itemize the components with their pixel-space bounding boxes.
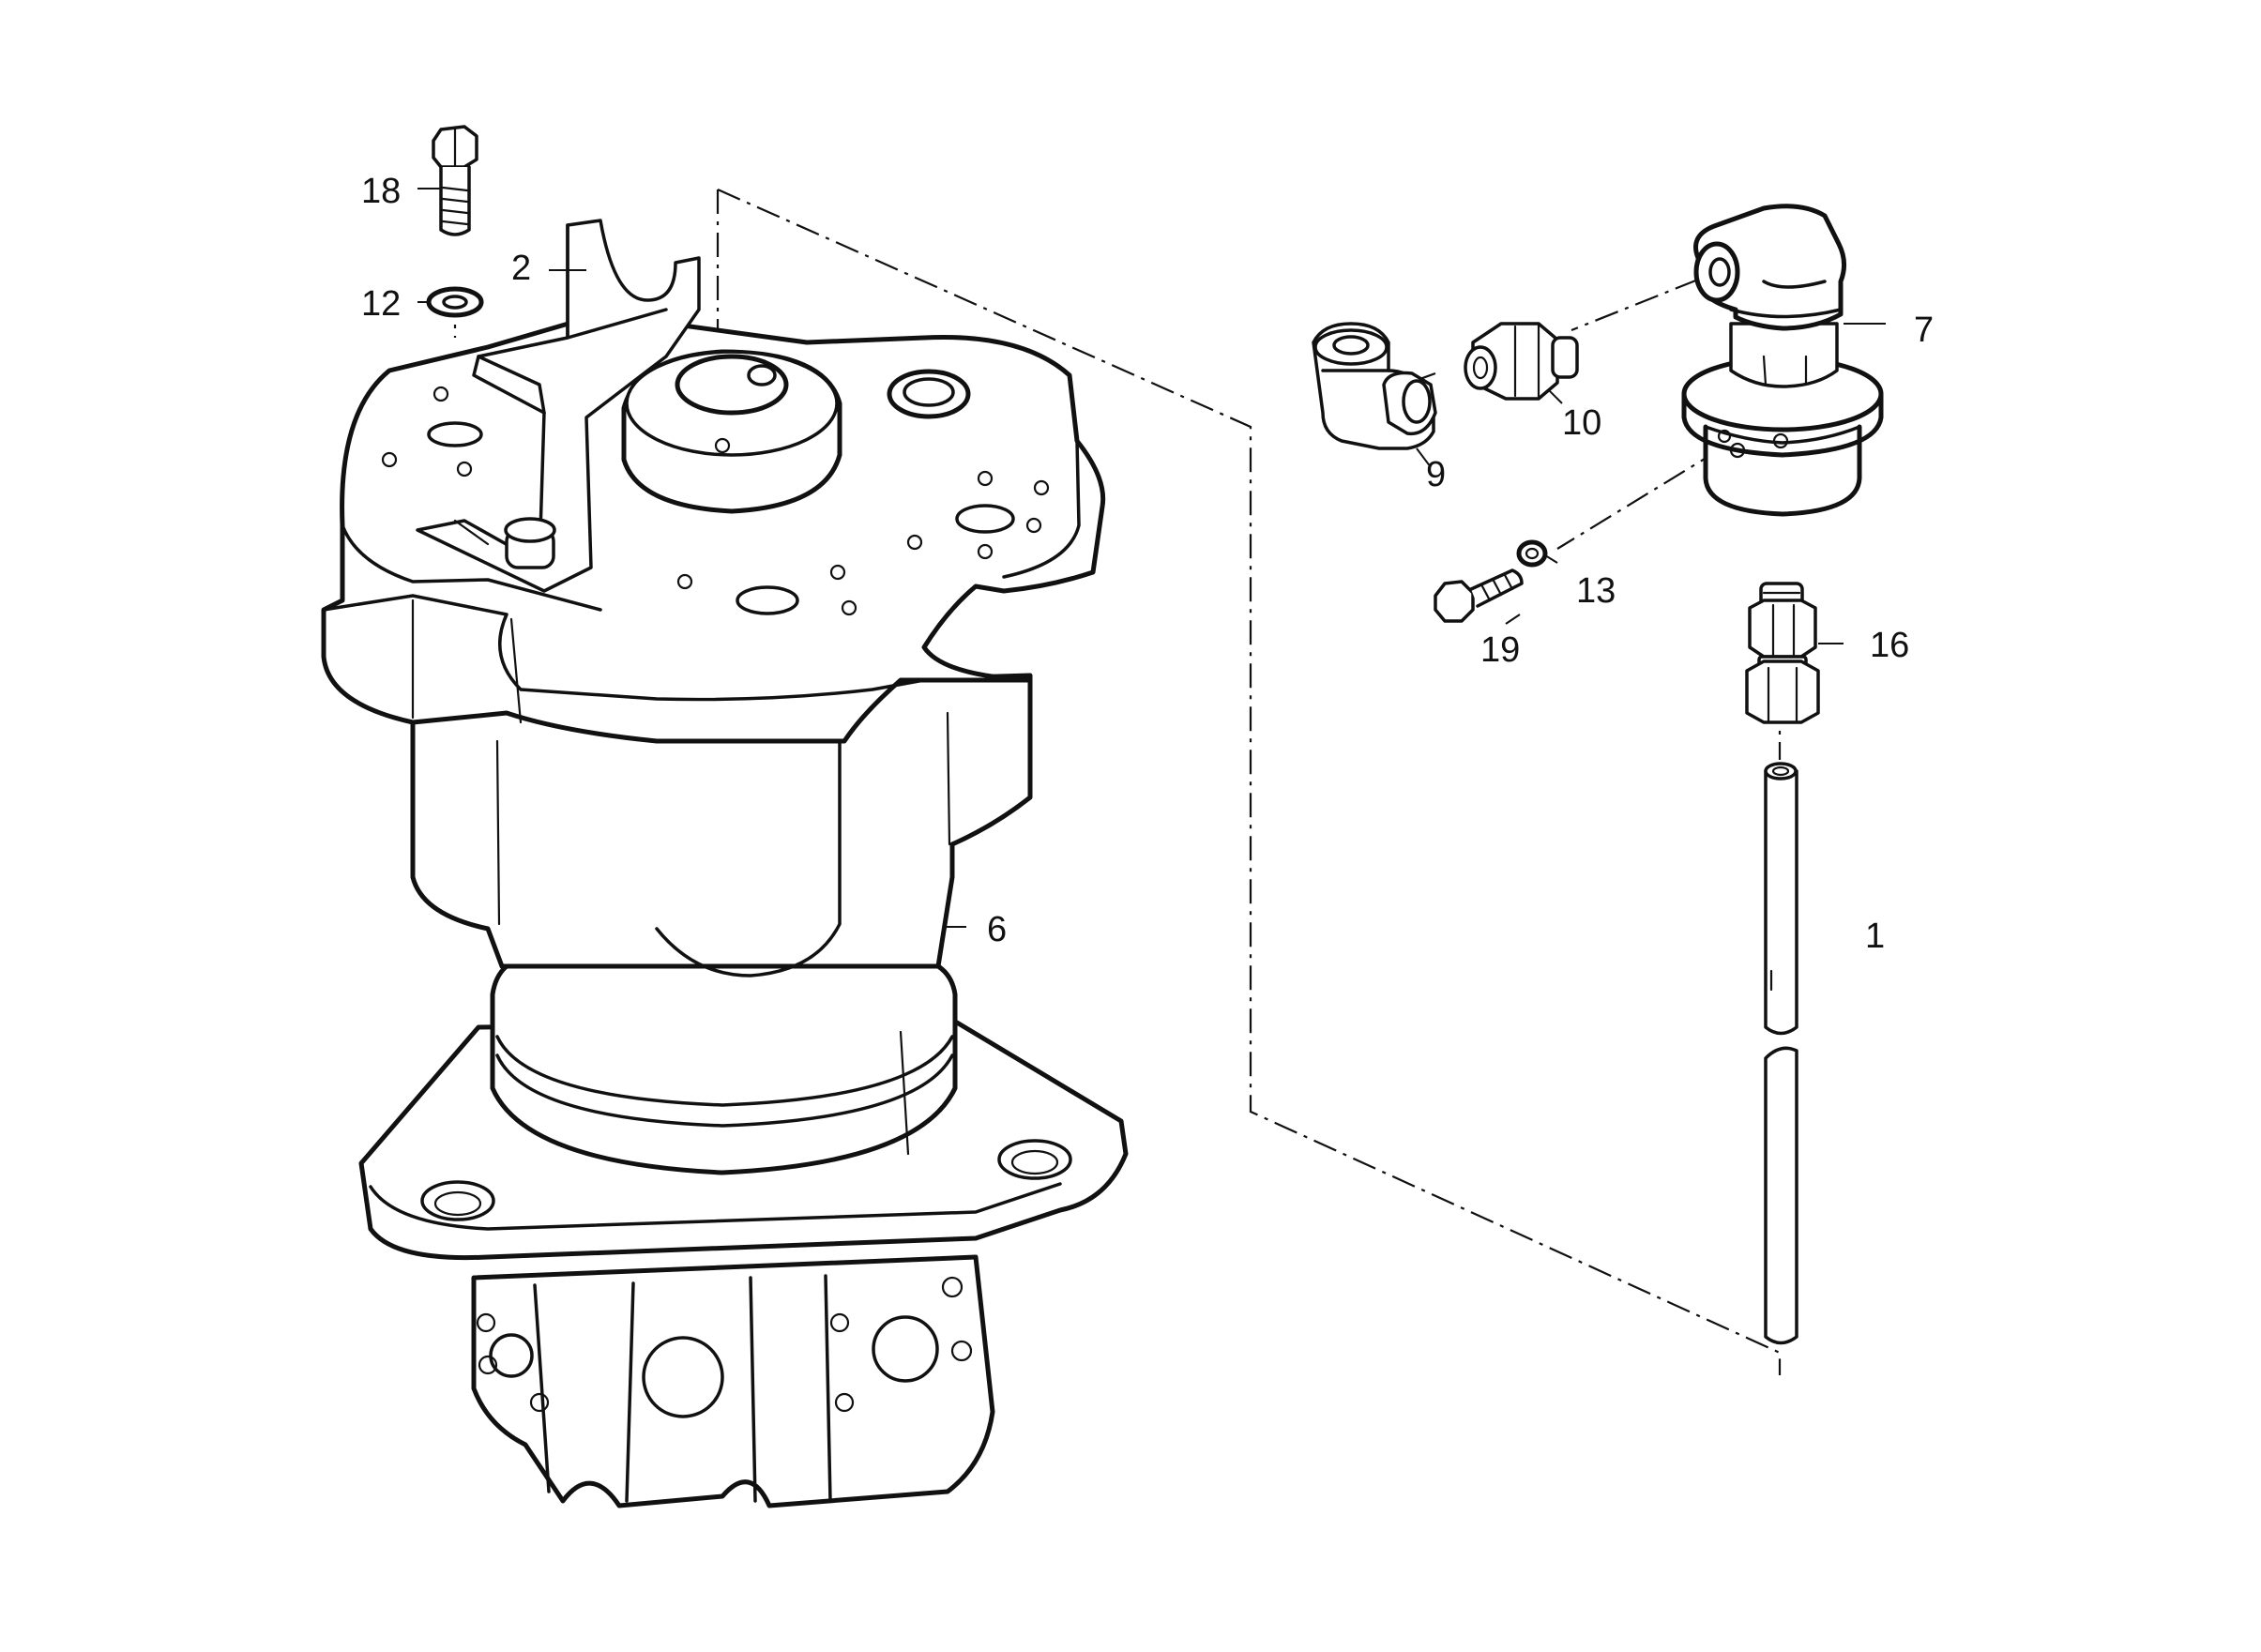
callout-1: 1 bbox=[1865, 917, 1885, 956]
part-13-washer bbox=[1516, 539, 1548, 568]
callout-9: 9 bbox=[1426, 455, 1446, 494]
callout-18: 18 bbox=[361, 172, 401, 211]
callout-19: 19 bbox=[1480, 630, 1520, 670]
callout-12: 12 bbox=[361, 284, 401, 324]
callout-labels: 18 2 12 6 7 10 9 13 19 16 1 bbox=[361, 172, 1934, 956]
part-19-screw bbox=[1434, 568, 1524, 623]
part-16-straight-fitting bbox=[1745, 582, 1820, 724]
callout-16: 16 bbox=[1870, 626, 1909, 665]
part-1-pipe bbox=[1764, 762, 1798, 1345]
callout-6: 6 bbox=[987, 910, 1007, 949]
part-7-swivel-joint bbox=[1681, 204, 1884, 517]
part-18-bolt bbox=[432, 125, 478, 236]
part-10-adapter bbox=[1464, 322, 1579, 401]
part-6-swivel-housing bbox=[321, 311, 1129, 1508]
callout-13: 13 bbox=[1576, 571, 1616, 611]
part-2-bracket bbox=[416, 219, 701, 593]
part-9-elbow-fitting bbox=[1312, 322, 1437, 450]
callout-10: 10 bbox=[1562, 403, 1601, 443]
part-12-washer bbox=[426, 286, 484, 318]
callout-7: 7 bbox=[1914, 311, 1934, 350]
callout-2: 2 bbox=[511, 249, 531, 288]
leader-lines bbox=[417, 188, 1886, 928]
